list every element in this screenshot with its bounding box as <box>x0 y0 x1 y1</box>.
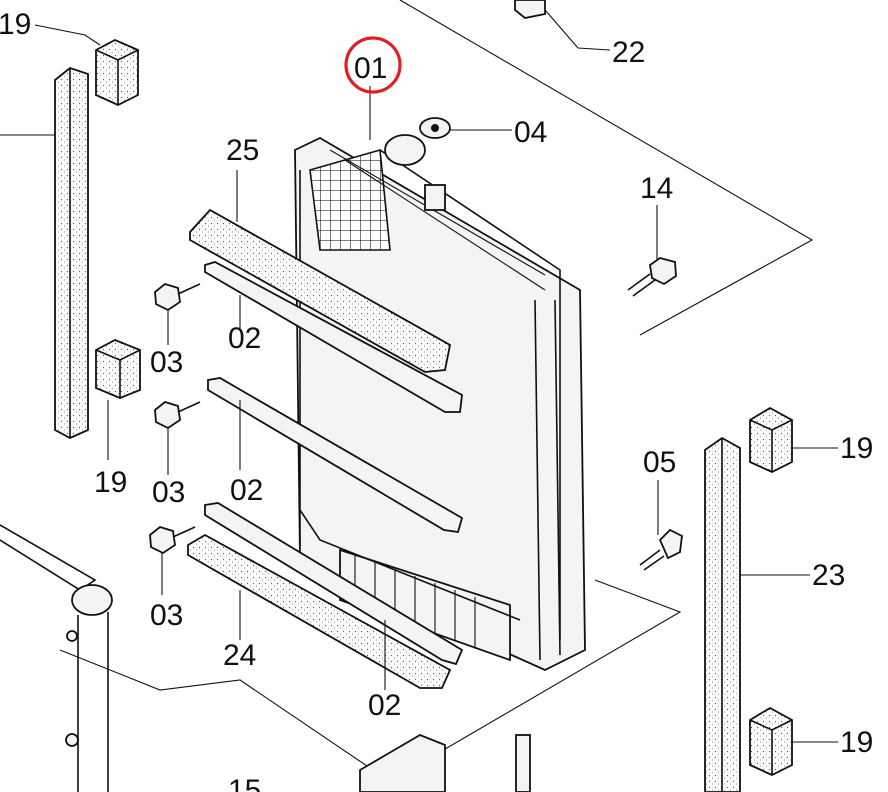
callout-labels: 01 04 14 05 25 19 19 19 19 22 23 24 02 0… <box>0 8 873 792</box>
callout-19-right-bottom: 19 <box>840 726 873 759</box>
callout-19-mid-left: 19 <box>94 466 127 499</box>
bolt-03-middle <box>154 400 201 430</box>
bolt-14 <box>627 257 677 297</box>
callout-01: 01 <box>354 52 387 85</box>
callout-19-top-left: 19 <box>0 8 31 41</box>
bracket-22 <box>514 0 546 19</box>
lower-left-frame <box>0 524 113 792</box>
callout-05: 05 <box>643 446 676 479</box>
rubber-block-19-top-left <box>95 39 139 106</box>
callout-02-lower: 02 <box>368 689 401 722</box>
callout-04: 04 <box>514 116 547 149</box>
bolt-03-upper <box>154 282 201 312</box>
bottom-bracket-15 <box>359 734 531 792</box>
callout-22: 22 <box>612 36 645 69</box>
stay-02-upper <box>204 261 463 413</box>
callout-03-lower: 03 <box>150 599 183 632</box>
callout-25: 25 <box>226 134 259 167</box>
shroud-25 <box>189 208 452 373</box>
stay-02-lower <box>204 502 464 666</box>
radiator-cap-04 <box>384 117 451 211</box>
rubber-block-19-top-right <box>749 406 793 473</box>
stay-02-middle <box>207 377 464 534</box>
callout-03-middle: 03 <box>152 476 185 509</box>
callout-02-upper: 02 <box>228 322 261 355</box>
callout-14: 14 <box>640 172 673 205</box>
rubber-block-19-bottom-right <box>749 706 793 776</box>
callout-19-right-top: 19 <box>840 432 873 465</box>
callout-23: 23 <box>812 559 845 592</box>
callout-03-upper: 03 <box>150 346 183 379</box>
drain-cock-05 <box>639 528 683 571</box>
highlight-circle-01 <box>344 36 402 94</box>
bolt-03-lower <box>149 525 196 555</box>
leader-lines <box>0 9 838 743</box>
right-post-23 <box>704 436 741 792</box>
callout-15: 15 <box>228 774 261 792</box>
callout-24: 24 <box>223 639 256 672</box>
left-post <box>54 66 89 440</box>
rubber-block-19-mid-left <box>95 339 141 399</box>
callout-02-middle: 02 <box>230 474 263 507</box>
